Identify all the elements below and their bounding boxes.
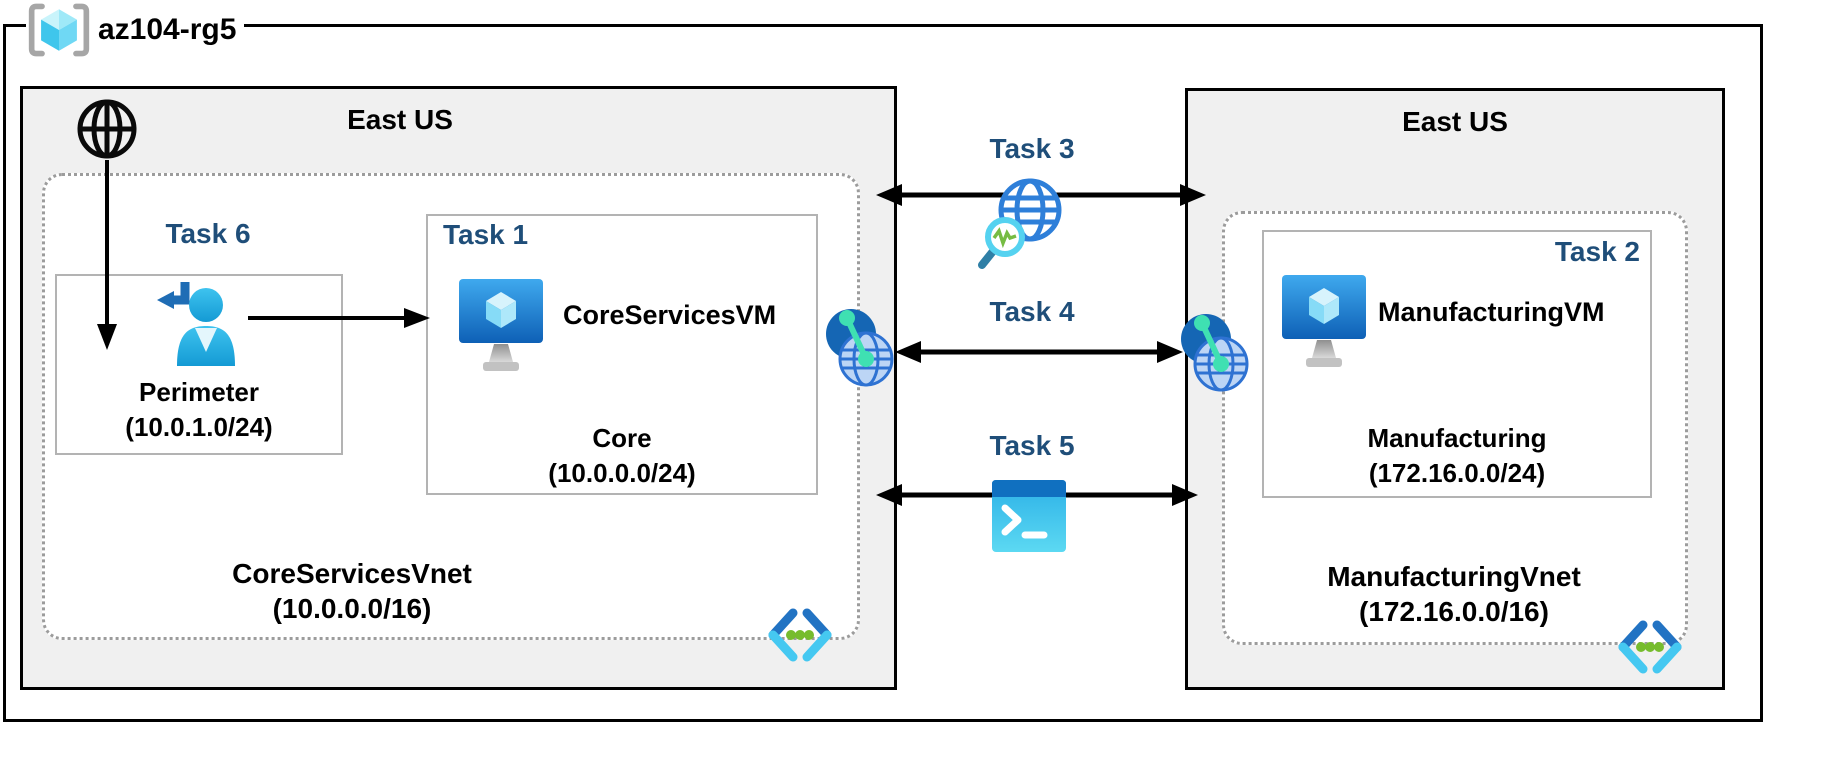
manufacturing-subnet-name: Manufacturing bbox=[1367, 423, 1547, 453]
vnet-peering-icon-left bbox=[825, 305, 895, 395]
perimeter-subnet-name: Perimeter bbox=[139, 377, 259, 407]
resource-group-frame bbox=[3, 24, 1763, 722]
task5-label: Task 5 bbox=[989, 430, 1075, 461]
perimeter-to-core-arrow bbox=[248, 305, 430, 331]
core-subnet-name: Core bbox=[592, 423, 652, 453]
manufacturing-vnet-cidr: (172.16.0.0/16) bbox=[1359, 596, 1549, 627]
virtual-network-icon-right bbox=[1616, 617, 1684, 675]
subnet-box-manufacturing bbox=[1262, 230, 1652, 498]
manufacturing-vm-name: ManufacturingVM bbox=[1378, 297, 1605, 327]
internet-globe-icon bbox=[75, 97, 139, 161]
resource-group-name: az104-rg5 bbox=[98, 13, 237, 46]
core-vm-name: CoreServicesVM bbox=[563, 300, 777, 330]
manufacturing-vnet-name: ManufacturingVnet bbox=[1327, 561, 1581, 592]
perimeter-subnet-cidr: (10.0.1.0/24) bbox=[125, 412, 273, 442]
core-subnet-label: Core (10.0.0.0/24) bbox=[426, 421, 818, 491]
vnet-peering-icon-right bbox=[1180, 310, 1250, 400]
manufacturing-subnet-cidr: (172.16.0.0/24) bbox=[1368, 458, 1546, 488]
manufacturing-vnet-label: ManufacturingVnet (172.16.0.0/16) bbox=[1254, 559, 1654, 629]
task1-label: Task 1 bbox=[443, 219, 529, 250]
core-subnet-cidr: (10.0.0.0/24) bbox=[548, 458, 696, 488]
internet-to-perimeter-arrow bbox=[94, 160, 120, 350]
coreservices-vnet-cidr: (10.0.0.0/16) bbox=[272, 593, 432, 624]
task4-arrow bbox=[895, 338, 1183, 366]
task2-label: Task 2 bbox=[1554, 236, 1640, 267]
resource-group-icon bbox=[26, 1, 92, 59]
manufacturing-subnet-label: Manufacturing (172.16.0.0/24) bbox=[1262, 421, 1652, 491]
perimeter-subnet-label: Perimeter (10.0.1.0/24) bbox=[55, 375, 343, 445]
region-title-left: East US bbox=[347, 104, 453, 135]
virtual-machine-icon-core bbox=[458, 278, 544, 374]
virtual-network-icon-left bbox=[766, 605, 834, 663]
coreservices-vnet-label: CoreServicesVnet (10.0.0.0/16) bbox=[152, 556, 552, 626]
virtual-machine-icon-manufacturing bbox=[1281, 274, 1367, 370]
resource-group-label: az104-rg5 bbox=[26, 0, 244, 60]
region-title-right: East US bbox=[1402, 106, 1508, 137]
network-watcher-icon bbox=[978, 176, 1082, 280]
task4-label: Task 4 bbox=[989, 296, 1075, 327]
guest-user-icon bbox=[152, 278, 244, 370]
task6-label: Task 6 bbox=[165, 218, 251, 249]
coreservices-vnet-name: CoreServicesVnet bbox=[232, 558, 472, 589]
task3-label: Task 3 bbox=[989, 133, 1075, 164]
cloud-shell-icon bbox=[992, 480, 1066, 552]
